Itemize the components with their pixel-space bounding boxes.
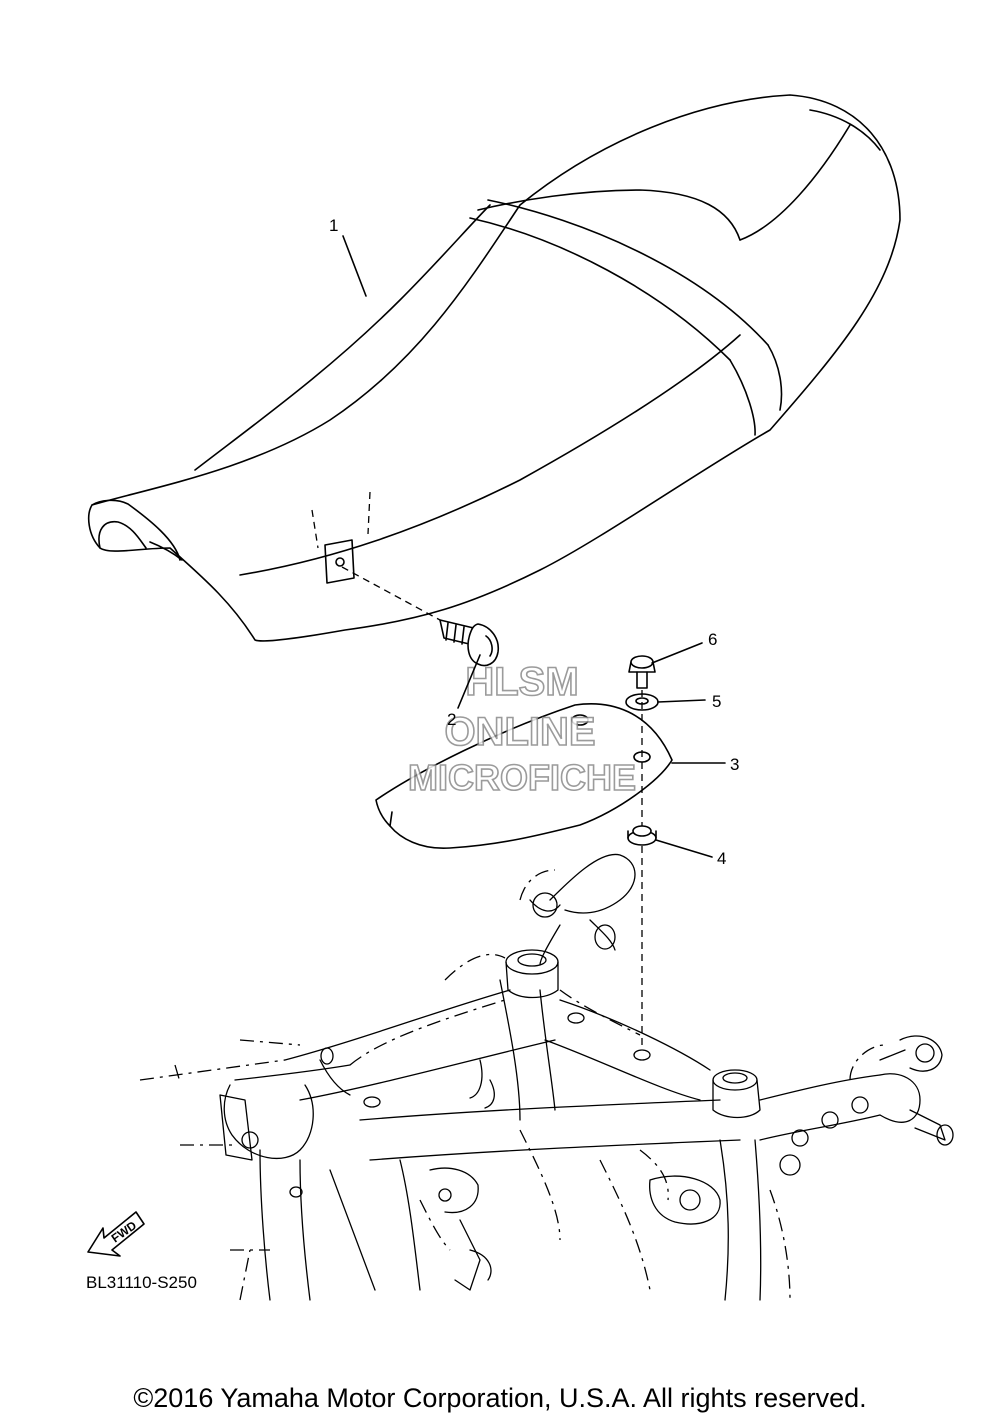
- plate-part-3: [375, 703, 673, 849]
- bolt-part-2: [439, 619, 500, 667]
- callout-2: 2: [447, 710, 456, 729]
- leader-line-1: [342, 235, 367, 297]
- frame-drawing: [139, 853, 954, 1301]
- callouts: 1 2 3 4 5 6: [329, 216, 739, 868]
- leader-line-2: [457, 654, 481, 709]
- reference-code: BL31110-S250: [86, 1273, 197, 1292]
- collar-part-4: [627, 825, 657, 846]
- callout-3: 3: [730, 755, 739, 774]
- callout-1: 1: [329, 216, 338, 235]
- bolt-part-6: [628, 655, 656, 689]
- copyright-notice: ©2016 Yamaha Motor Corporation, U.S.A. A…: [133, 1383, 866, 1413]
- leader-line-6: [651, 642, 703, 664]
- watermark-line-2: ONLINE: [444, 710, 595, 754]
- watermark-line-3: MICROFICHE: [408, 757, 636, 798]
- bolt-install-line: [341, 566, 441, 621]
- callout-5: 5: [712, 692, 721, 711]
- fwd-arrow-icon: FWD: [87, 1211, 145, 1257]
- callout-6: 6: [708, 630, 717, 649]
- leader-line-4: [655, 839, 713, 858]
- watermark-line-1: HLSM: [465, 660, 578, 704]
- watermark: HLSM ONLINE MICROFICHE: [407, 659, 637, 799]
- seat-drawing: [87, 94, 901, 642]
- callout-4: 4: [717, 849, 726, 868]
- leader-line-5: [657, 699, 706, 703]
